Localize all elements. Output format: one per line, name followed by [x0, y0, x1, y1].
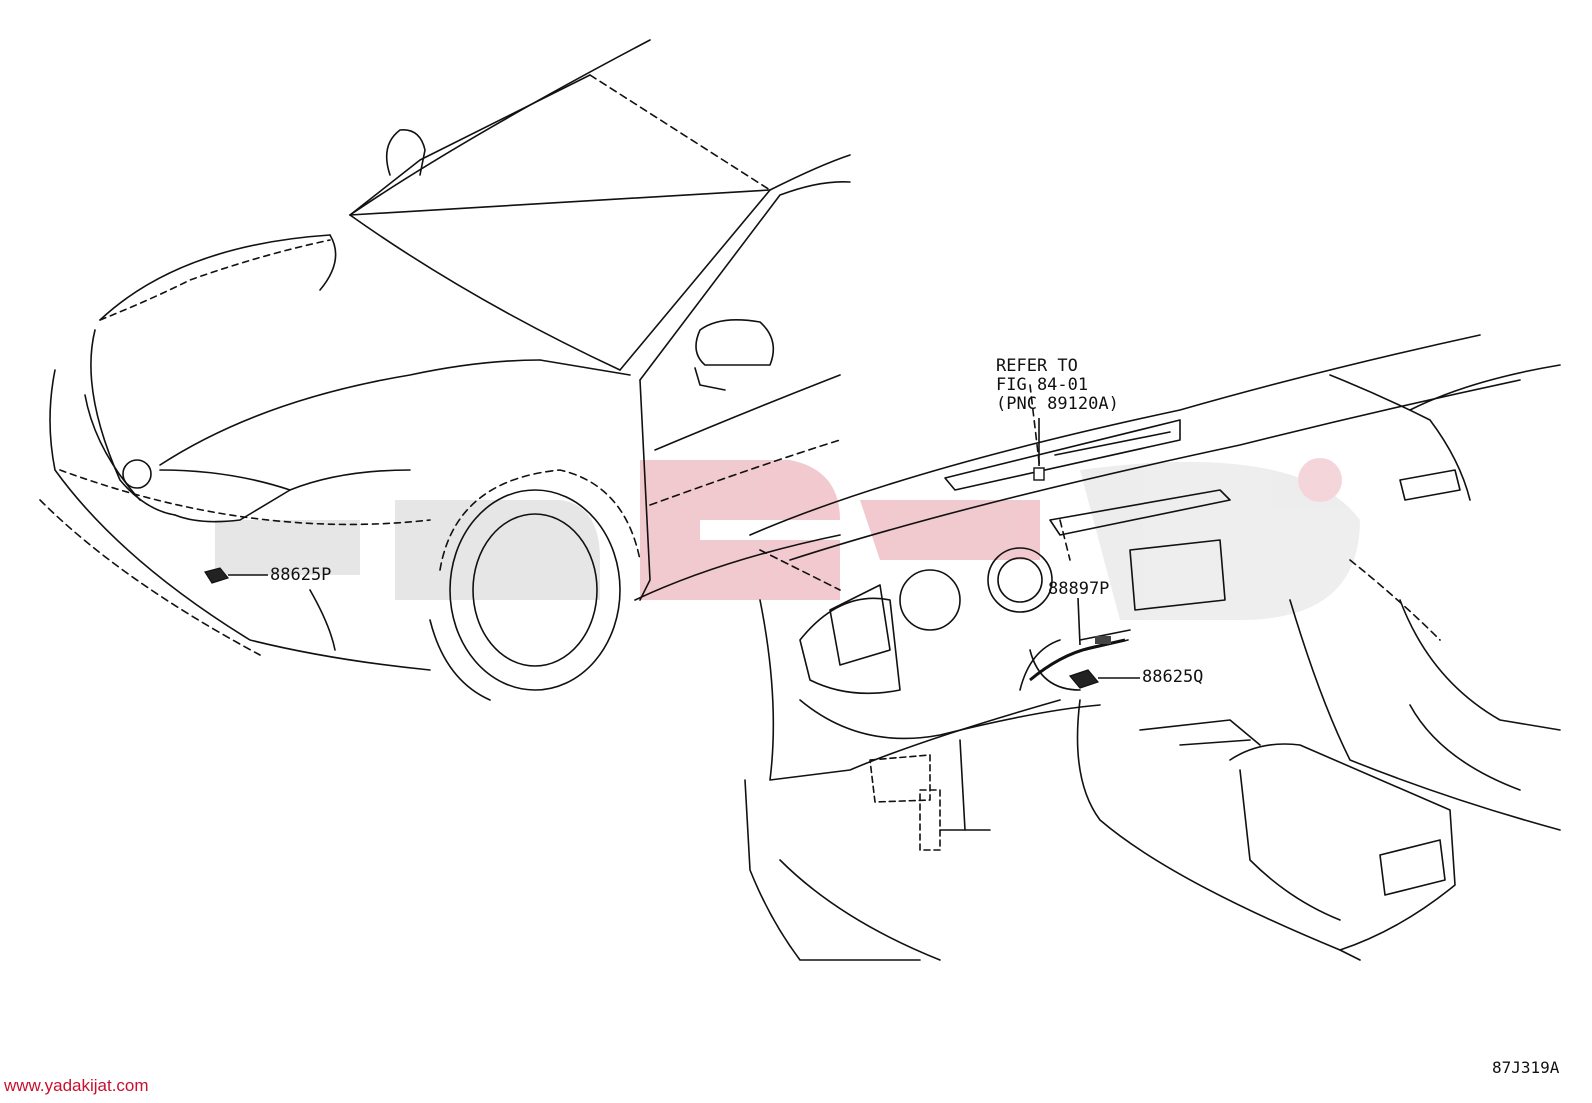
vehicle-interior	[744, 334, 1561, 961]
part-88625P-sensor	[204, 567, 268, 584]
part-89120A-sensor	[1033, 418, 1045, 481]
part-88625Q-sensor	[1068, 669, 1140, 689]
car-exterior	[39, 39, 851, 701]
refer-note-line-3: (PNC 89120A)	[996, 394, 1119, 414]
refer-note: REFER TO FIG 84-01 (PNC 89120A)	[996, 357, 1119, 414]
watermark-logo	[215, 458, 1360, 620]
watermark-site-url[interactable]: www.yadakijat.com	[4, 1076, 149, 1095]
callout-88625P[interactable]: 88625P	[270, 565, 332, 585]
refer-note-line-1: REFER TO	[996, 356, 1078, 376]
callout-88897P[interactable]: 88897P	[1048, 579, 1110, 599]
refer-note-line-2: FIG 84-01	[996, 375, 1089, 395]
figure-code: 87J319A	[1492, 1058, 1560, 1077]
callout-88625Q[interactable]: 88625Q	[1142, 667, 1204, 687]
part-88897P-harness	[1029, 597, 1126, 682]
